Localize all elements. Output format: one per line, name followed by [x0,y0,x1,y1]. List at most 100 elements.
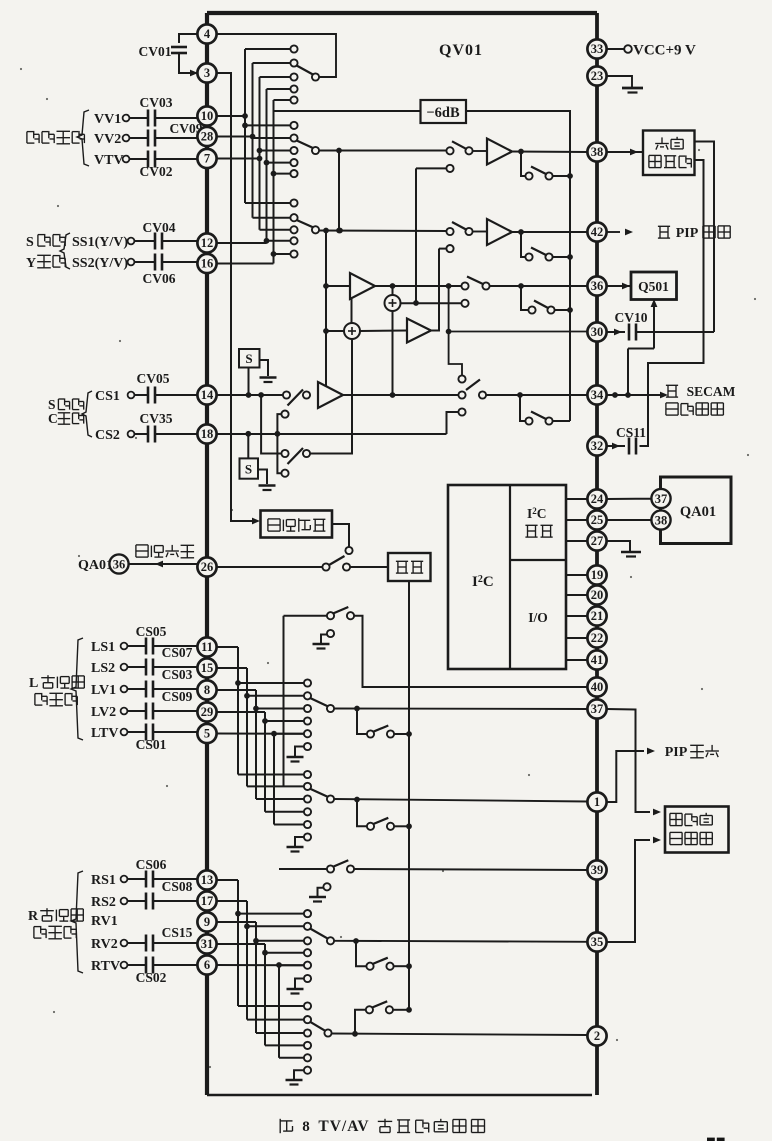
svg-text:TV/AV: TV/AV [318,1118,369,1135]
svg-text:16: 16 [201,257,214,271]
svg-text:8: 8 [302,1119,310,1135]
svg-text:QV01: QV01 [439,42,483,59]
svg-text:SS2(Y/V): SS2(Y/V) [72,256,128,271]
svg-text:CS09: CS09 [162,689,193,704]
svg-text:S: S [48,397,56,412]
svg-text:Y: Y [26,256,36,271]
svg-text:15: 15 [201,661,214,675]
svg-text:LTV: LTV [91,726,119,741]
svg-text:CV06: CV06 [143,271,176,286]
svg-text:LV1: LV1 [91,683,116,698]
svg-text:3: 3 [204,66,210,80]
svg-text:SS1(Y/V): SS1(Y/V) [72,235,128,250]
svg-text:L: L [29,676,38,691]
svg-text:30: 30 [591,325,604,339]
svg-text:S: S [245,462,252,477]
svg-text:QA01: QA01 [680,504,716,520]
svg-text:28: 28 [201,130,214,144]
svg-text:4: 4 [204,27,211,41]
svg-text:VCC+9 V: VCC+9 V [633,43,696,59]
svg-text:26: 26 [201,560,214,574]
svg-text:VV1: VV1 [94,112,121,127]
svg-text:Q501: Q501 [638,279,669,294]
svg-text:SECAM: SECAM [687,384,736,399]
svg-text:RV1: RV1 [91,914,118,929]
svg-text:RV2: RV2 [91,937,118,952]
svg-text:RS2: RS2 [91,895,116,910]
svg-text:5: 5 [204,727,210,741]
svg-text:−6dB: −6dB [426,105,460,121]
svg-text:CS06: CS06 [136,857,167,872]
svg-text:13: 13 [201,873,214,887]
svg-text:39: 39 [591,863,604,877]
svg-text:19: 19 [591,568,604,582]
svg-text:12: 12 [201,236,214,250]
svg-text:37: 37 [591,702,604,716]
svg-text:22: 22 [591,631,604,645]
svg-text:VV2: VV2 [94,132,121,147]
svg-text:27: 27 [591,534,604,548]
svg-text:RTV: RTV [91,959,120,974]
svg-text:31: 31 [201,937,214,951]
svg-text:17: 17 [201,894,214,908]
svg-text:14: 14 [201,388,214,402]
svg-text:32: 32 [591,439,604,453]
svg-text:24: 24 [591,492,604,506]
svg-text:23: 23 [591,69,604,83]
svg-text:35: 35 [591,935,604,949]
svg-text:I/O: I/O [528,610,548,625]
svg-text:CV05: CV05 [137,371,170,386]
svg-text:42: 42 [591,225,604,239]
svg-text:40: 40 [591,680,604,694]
svg-text:CV02: CV02 [140,164,173,179]
svg-text:25: 25 [591,513,604,527]
svg-text:S: S [26,235,34,250]
svg-text:CV09: CV09 [170,121,203,136]
svg-text:CS07: CS07 [162,645,193,660]
svg-text:CS15: CS15 [162,925,193,940]
svg-text:6: 6 [204,958,210,972]
svg-text:36: 36 [113,557,126,571]
svg-text:CS08: CS08 [162,879,193,894]
svg-text:QA01: QA01 [78,558,113,573]
svg-text:I2C: I2C [527,506,547,521]
svg-text:PIP: PIP [665,745,688,760]
svg-text:CS01: CS01 [136,737,167,752]
svg-text:RS1: RS1 [91,873,116,888]
svg-text:C: C [48,411,58,426]
svg-text:29: 29 [201,705,214,719]
svg-text:CS2: CS2 [95,428,120,443]
svg-text:R: R [28,909,39,924]
svg-text:S: S [245,351,252,366]
svg-text:34: 34 [591,388,604,402]
svg-text:41: 41 [591,653,604,667]
svg-text:20: 20 [591,588,604,602]
svg-text:38: 38 [655,513,668,527]
svg-text:LS1: LS1 [91,640,115,655]
svg-text:38: 38 [591,145,604,159]
svg-text:1: 1 [594,795,600,809]
svg-text:CS03: CS03 [162,667,193,682]
svg-text:36: 36 [591,279,604,293]
svg-text:LS2: LS2 [91,661,115,676]
svg-text:LV2: LV2 [91,705,116,720]
svg-text:37: 37 [655,492,668,506]
svg-text:2: 2 [594,1029,600,1043]
svg-text:11: 11 [201,640,213,654]
svg-text:10: 10 [201,109,214,123]
svg-text:CS1: CS1 [95,389,120,404]
svg-text:18: 18 [201,427,214,441]
svg-text:VTV: VTV [94,153,124,168]
svg-text:CS11: CS11 [616,425,646,440]
svg-text:21: 21 [591,609,604,623]
svg-text:I2C: I2C [472,574,494,590]
svg-text:8: 8 [204,683,210,697]
svg-text:33: 33 [591,42,604,56]
svg-text:9: 9 [204,915,210,929]
svg-text:CV35: CV35 [140,411,173,426]
svg-text:CV03: CV03 [140,95,173,110]
svg-text:PIP: PIP [676,226,699,241]
svg-text:CS02: CS02 [136,970,167,985]
svg-text:CV10: CV10 [615,310,648,325]
svg-text:CV04: CV04 [143,220,176,235]
